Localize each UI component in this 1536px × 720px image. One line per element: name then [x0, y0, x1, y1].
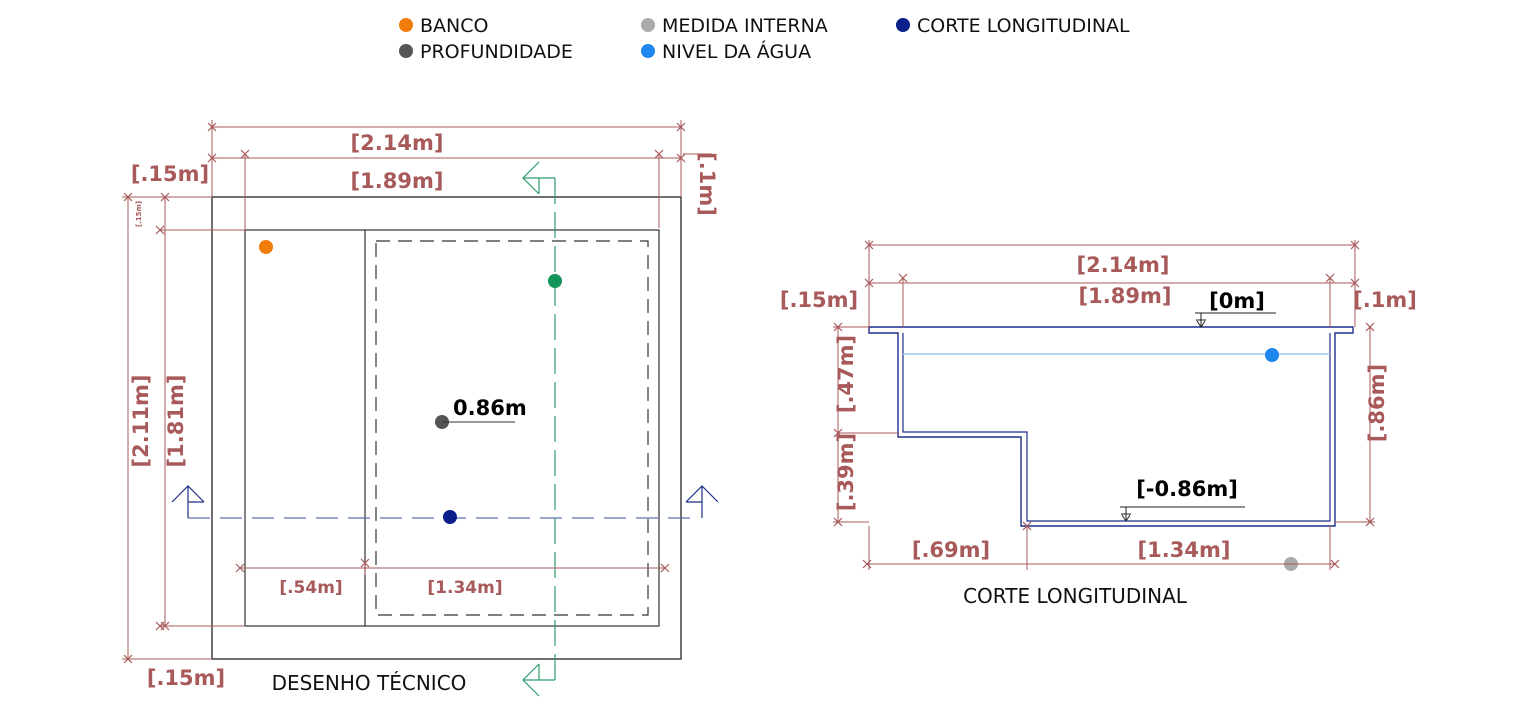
section-dim-pool-length: [1.34m] — [1138, 538, 1231, 562]
plan-dim-pool-width: [1.34m] — [427, 578, 502, 598]
section-dim-bench-height: [.47m] — [834, 335, 858, 413]
plan-section-arrow-right — [685, 485, 719, 518]
level-bottom-symbol — [1120, 506, 1132, 522]
section-view: [0m] [-0.86m] [2.14m] [1.89 — [780, 240, 1417, 608]
legend-item-corte-longitudinal: CORTE LONGITUDINAL — [896, 15, 1130, 37]
plan-inner-edge — [244, 229, 660, 627]
plan-banco-marker — [259, 240, 273, 254]
plan-view: 0.86m [2.14m] [1.89m] [.15m] [.1m] [.15 — [122, 120, 719, 697]
plan-depth-label: 0.86m — [453, 396, 527, 420]
section-dimension-lines — [833, 240, 1375, 570]
plan-section-marker — [443, 510, 457, 524]
level-top-symbol — [1195, 312, 1207, 328]
section-dim-step-height: [.39m] — [834, 433, 858, 511]
plan-dim-bottom-wall: [.15m] — [147, 666, 225, 690]
section-dim-overall-width: [2.14m] — [1077, 253, 1170, 277]
plan-dim-bench-width: [.54m] — [279, 578, 342, 598]
section-level-top: [0m] — [1209, 289, 1265, 313]
plan-outer-wall — [211, 196, 682, 660]
legend-label-profundidade: PROFUNDIDADE — [420, 41, 573, 63]
plan-dim-overall-width: [2.14m] — [351, 131, 444, 155]
plan-caption: DESENHO TÉCNICO — [272, 671, 467, 695]
section-dim-total-depth: [.86m] — [1365, 364, 1389, 442]
plan-dim-right-wall: [.1m] — [695, 152, 719, 216]
legend-label-banco: BANCO — [420, 15, 488, 37]
section-dim-inner-width: [1.89m] — [1079, 284, 1172, 308]
section-dim-left-wall: [.15m] — [780, 288, 858, 312]
banco-dot — [399, 18, 413, 32]
plan-dimension-lines — [122, 120, 712, 664]
plan-dim-left-wall: [.15m] — [131, 162, 209, 186]
section-level-bottom: [-0.86m] — [1136, 477, 1238, 501]
section-caption: CORTE LONGITUDINAL — [963, 584, 1188, 608]
plan-dim-inner-length: [1.81m] — [164, 375, 188, 468]
section-dim-bench-length: [.69m] — [912, 538, 990, 562]
legend-item-banco: BANCO — [399, 15, 488, 37]
plan-dim-overall-length: [2.11m] — [129, 375, 153, 468]
legend-item-nivel-agua: NIVEL DA ÁGUA — [641, 40, 811, 63]
plan-cut-arrow-top — [522, 161, 555, 195]
legend-item-profundidade: PROFUNDIDADE — [399, 41, 573, 63]
section-dim-right-wall: [.1m] — [1353, 288, 1417, 312]
corte-longitudinal-dot — [896, 18, 910, 32]
legend-label-medida-interna: MEDIDA INTERNA — [662, 15, 828, 37]
legend-label-corte-longitudinal: CORTE LONGITUDINAL — [917, 15, 1130, 37]
section-water-marker — [1265, 348, 1279, 362]
medida-interna-dot — [641, 18, 655, 32]
plan-green-marker — [548, 274, 562, 288]
plan-section-arrow-left — [171, 485, 205, 518]
plan-dim-inner-width: [1.89m] — [351, 169, 444, 193]
nivel-agua-dot — [641, 44, 655, 58]
section-inner-profile — [902, 333, 1331, 522]
plan-dim-top-wall: [.15m] — [135, 201, 143, 227]
plan-cut-arrow-bottom — [522, 663, 555, 697]
profundidade-dot — [399, 44, 413, 58]
legend-label-nivel-agua: NIVEL DA ÁGUA — [662, 40, 811, 63]
plan-pool-dashed-area — [375, 240, 649, 616]
section-outer-profile — [868, 326, 1354, 527]
legend-item-medida-interna: MEDIDA INTERNA — [641, 15, 828, 37]
legend: BANCO MEDIDA INTERNA CORTE LONGITUDINAL … — [399, 15, 1130, 63]
